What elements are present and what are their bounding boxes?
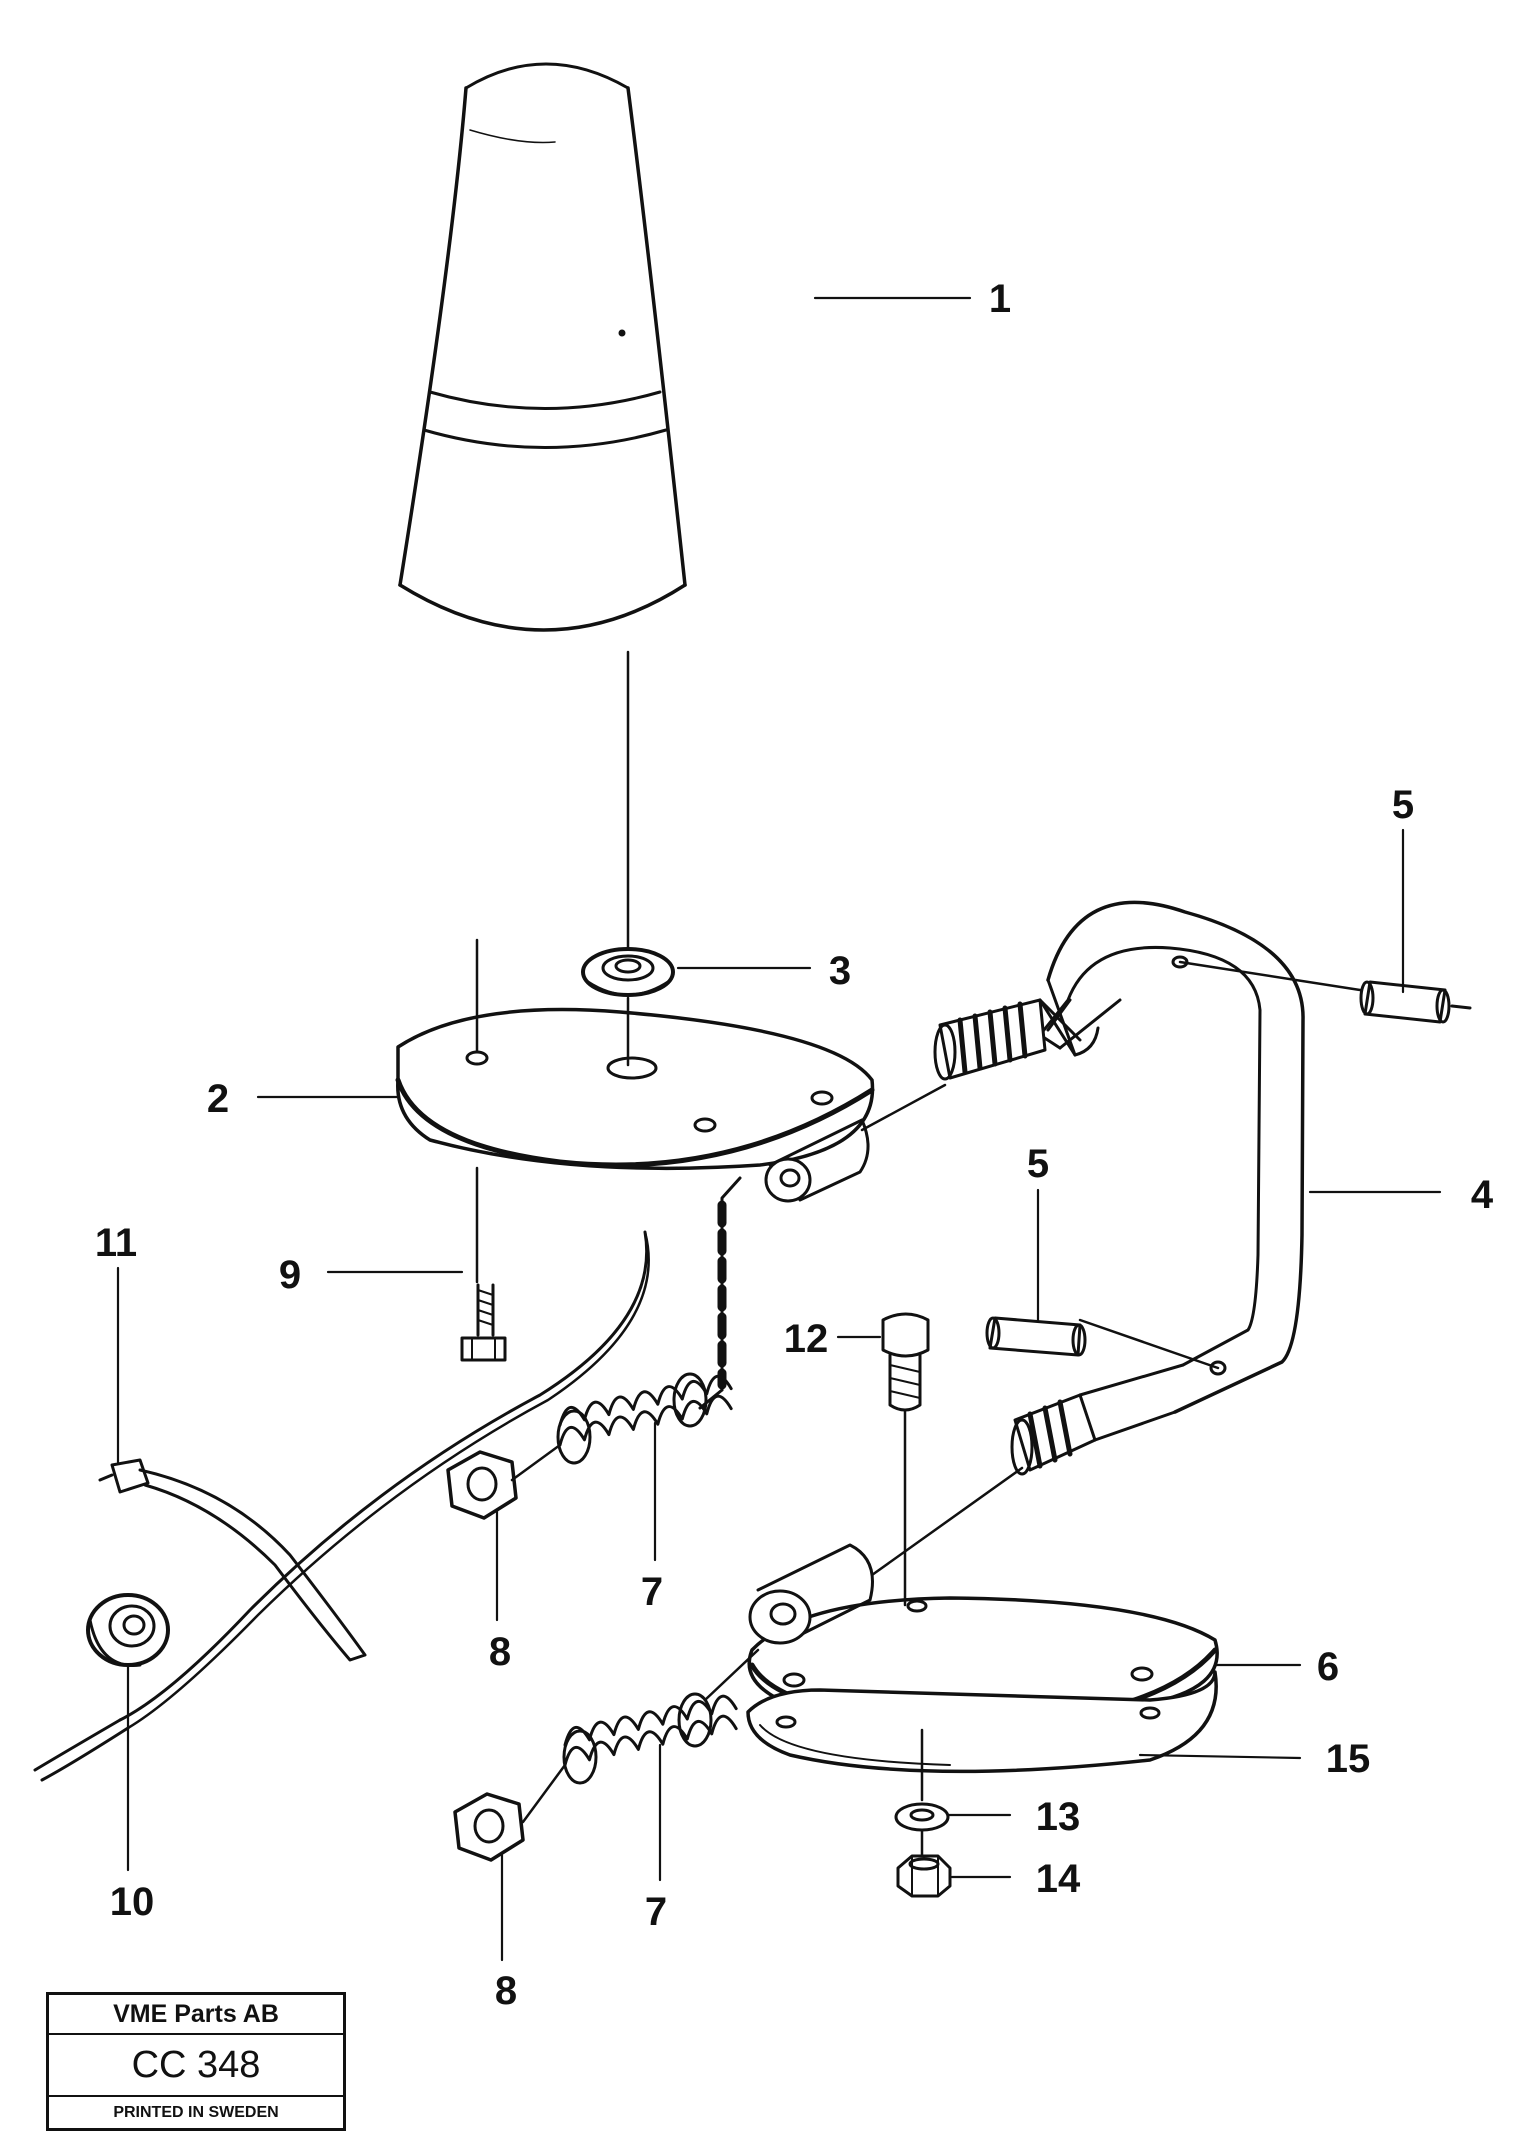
- beacon-dome: [398, 62, 687, 632]
- nut-8-lower: [453, 1792, 525, 1862]
- top-plate-2: [395, 1007, 875, 1171]
- callout-2: 2: [207, 1077, 229, 1121]
- bolt-9: [460, 1283, 507, 1362]
- callout-9: 9: [279, 1253, 301, 1297]
- callout-5-lower: 5: [1027, 1142, 1049, 1186]
- callout-14: 14: [1036, 1857, 1081, 1901]
- callout-3: 3: [829, 949, 851, 993]
- callout-10: 10: [110, 1880, 155, 1924]
- callout-8-upper: 8: [489, 1630, 511, 1674]
- callout-15: 15: [1326, 1737, 1371, 1781]
- axis-lines: [475, 650, 1024, 1858]
- callout-11: 11: [95, 1221, 137, 1265]
- callout-1: 1: [989, 277, 1011, 321]
- pin-5-lower: [985, 1316, 1087, 1357]
- bracket-4: [933, 900, 1362, 1476]
- spring-7-lower: [562, 1692, 738, 1785]
- bolt-12: [881, 1312, 930, 1412]
- lamp-cable: [33, 1230, 650, 1782]
- printed-in-note: PRINTED IN SWEDEN: [113, 2104, 279, 2121]
- gasket-15: [746, 1670, 1218, 1774]
- callout-12: 12: [784, 1317, 829, 1361]
- callout-7-lower: 7: [645, 1890, 667, 1934]
- callout-5-upper: 5: [1392, 783, 1414, 827]
- pin-5-upper: [1359, 980, 1472, 1024]
- spring-7-upper: [556, 1372, 733, 1465]
- leader-lines: [116, 296, 1442, 1962]
- washer-13: [894, 1802, 950, 1832]
- drawing-code: CC 348: [49, 2035, 343, 2097]
- hinge-tube: [698, 1118, 870, 1410]
- grommet-10: [86, 1593, 170, 1667]
- nut-8-upper: [446, 1450, 518, 1520]
- cable-tie-11: [98, 1458, 367, 1662]
- callout-8-lower: 8: [495, 1969, 517, 2013]
- callout-13: 13: [1036, 1795, 1081, 1839]
- callout-4: 4: [1471, 1173, 1494, 1217]
- callouts: 1 2 3 4 5 5 6 7 7 8 8 9 10 11 12 13 14 1…: [95, 277, 1494, 2013]
- lower-hinge-tube: [748, 1543, 874, 1645]
- company-name: VME Parts AB: [49, 1995, 343, 2035]
- grommet-3: [581, 947, 675, 997]
- title-block: VME Parts AB CC 348 PRINTED IN SWEDEN: [46, 1992, 346, 2131]
- nut-14: [896, 1854, 952, 1898]
- callout-6: 6: [1317, 1645, 1339, 1689]
- callout-7-upper: 7: [641, 1570, 663, 1614]
